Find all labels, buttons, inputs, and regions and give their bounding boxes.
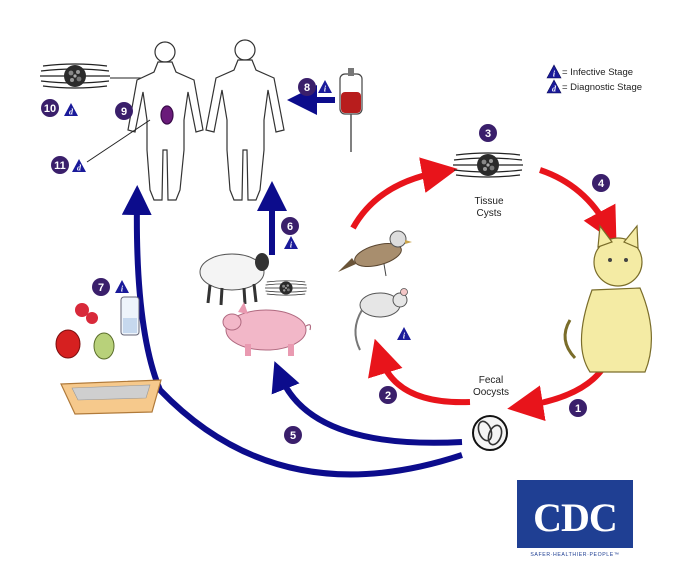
arrow-oocysts-to-human	[121, 185, 463, 478]
legend-infective-label: = Infective Stage	[562, 67, 633, 78]
legend-infective: i = Infective Stage	[546, 64, 633, 79]
arrow-oocysts-to-rodent	[368, 338, 471, 406]
step-10-badge: 10	[41, 99, 59, 117]
marker-rodent-infective: i	[397, 327, 411, 341]
svg-text:i: i	[290, 241, 293, 250]
fetus-icon	[160, 105, 174, 125]
step-9-number: 9	[121, 106, 127, 118]
cdc-tagline: SAFER·HEALTHIER·PEOPLE™	[530, 552, 619, 558]
svg-text:i: i	[324, 85, 327, 94]
meat-tissue-cyst-image	[264, 280, 308, 296]
legend: i = Infective Stage d = Diagnostic Stage	[546, 64, 642, 94]
step-3-number: 3	[485, 128, 491, 140]
infective-triangle-icon	[546, 64, 562, 79]
cdc-logo: CDC SAFER·HEALTHIER·PEOPLE™	[517, 480, 633, 558]
step-9-badge: 9	[115, 102, 133, 120]
svg-text:d: d	[552, 85, 557, 94]
step-11-badge: 11	[51, 156, 69, 174]
transmission-arrows	[121, 85, 463, 478]
human-figure-left	[127, 41, 204, 201]
cysts-label: Cysts	[477, 208, 502, 219]
svg-text:d: d	[69, 108, 74, 117]
human-figure-right	[205, 39, 285, 201]
step-1-badge: 1	[569, 399, 587, 417]
fecal-oocyst-image	[472, 415, 508, 451]
marker-8-infective: i	[318, 80, 332, 94]
marker-6-infective: i	[284, 236, 298, 250]
step-2-number: 2	[385, 390, 391, 402]
svg-text:d: d	[77, 164, 82, 173]
blood-transfusion-bag-icon	[339, 68, 363, 152]
step-8-number: 8	[304, 82, 310, 94]
svg-text:i: i	[403, 332, 406, 341]
step-1-number: 1	[575, 403, 581, 415]
legend-diagnostic: d = Diagnostic Stage	[546, 79, 642, 94]
step-numbers: 1 2 3 4 5 6 7 8 9 10 11	[41, 78, 610, 444]
step-7-number: 7	[98, 282, 104, 294]
oocysts-label: Oocysts	[473, 387, 509, 398]
cat-icon	[563, 224, 652, 373]
legend-diagnostic-label: = Diagnostic Stage	[562, 82, 642, 93]
human-tissue-cyst-image	[39, 63, 111, 89]
marker-10-diagnostic: d	[64, 103, 78, 117]
marker-7-infective: i	[115, 280, 129, 294]
produce-and-water-icon	[55, 296, 140, 360]
step-2-badge: 2	[379, 386, 397, 404]
step-8-badge: 8	[298, 78, 316, 96]
stage-markers: d d i i i i	[64, 80, 411, 341]
litter-box-icon	[60, 379, 162, 415]
step-5-badge: 5	[284, 426, 302, 444]
step-11-number: 11	[54, 160, 66, 172]
arrow-bird-to-cysts	[350, 157, 458, 230]
rodent-icon	[354, 288, 408, 351]
step-3-badge: 3	[479, 124, 497, 142]
step-6-badge: 6	[281, 217, 299, 235]
step-7-badge: 7	[92, 278, 110, 296]
tissue-cyst-image	[452, 152, 524, 178]
tissue-label: Tissue	[474, 196, 504, 207]
svg-text:i: i	[553, 70, 556, 79]
pig-icon	[222, 302, 312, 356]
fecal-label: Fecal	[479, 375, 503, 386]
step-4-badge: 4	[592, 174, 610, 192]
eye-pointer-line	[86, 119, 151, 163]
arrow-cysts-to-cat	[539, 167, 617, 244]
svg-text:i: i	[121, 285, 124, 294]
step-6-number: 6	[287, 221, 293, 233]
marker-11-diagnostic: d	[72, 159, 86, 173]
step-5-number: 5	[290, 430, 296, 442]
arrow-oocysts-to-pig	[271, 361, 463, 446]
step-10-number: 10	[44, 103, 56, 115]
sheep-icon	[199, 253, 269, 306]
step-4-number: 4	[598, 178, 605, 190]
diagnostic-triangle-icon	[546, 79, 562, 94]
cdc-logo-text: CDC	[533, 495, 617, 540]
bird-icon	[338, 230, 412, 277]
